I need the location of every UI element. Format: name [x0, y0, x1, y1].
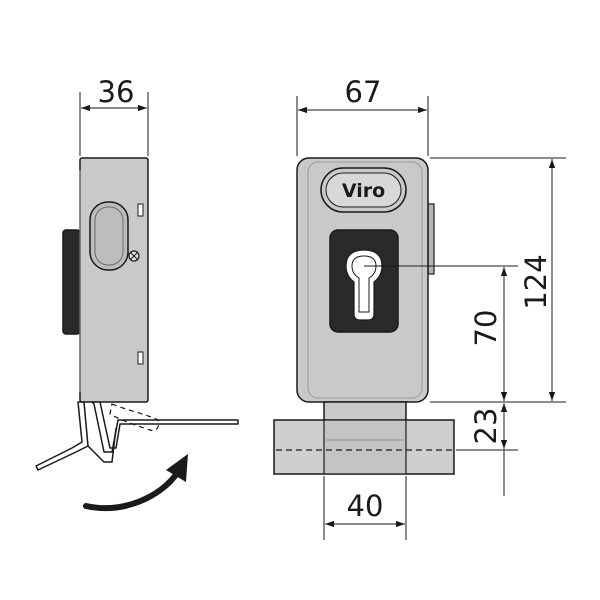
screw-icon	[128, 250, 140, 262]
rotation-arrow-icon	[83, 454, 188, 512]
dim-cylinder-height: 70	[469, 310, 503, 347]
side-latch-rotated-dashed	[109, 403, 160, 432]
side-back-plate	[62, 229, 81, 335]
front-view: Viro 67 124 70 23	[273, 75, 566, 540]
dim-front-width: 67	[345, 75, 382, 109]
side-latch-bracket	[91, 401, 239, 453]
brand-logo-text: Viro	[342, 180, 385, 202]
side-view: 36	[35, 75, 239, 512]
dim-total-height: 124	[519, 254, 553, 309]
keyhole-icon	[345, 249, 383, 321]
side-body	[79, 157, 149, 403]
dim-side-width: 36	[98, 75, 135, 109]
side-oval-slot	[89, 201, 129, 271]
dim-base-height: 23	[469, 408, 503, 445]
dim-base-width: 40	[347, 489, 384, 523]
